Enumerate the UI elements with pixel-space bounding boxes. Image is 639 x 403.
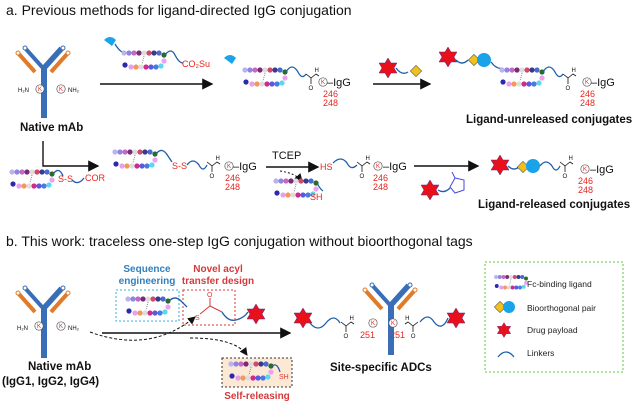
site-specific-adc: 251 251 xyxy=(293,281,466,357)
self-releasing-label: Self-releasing xyxy=(224,391,290,402)
acyl-transfer-label: transfer design xyxy=(182,276,254,287)
acyl-transfer-label: Novel acyl xyxy=(193,264,243,275)
adc-label: Site-specific ADCs xyxy=(330,362,432,374)
ligand-igg-conjugate: –IgG 246 248 xyxy=(224,55,351,108)
igg-label: –IgG xyxy=(233,161,257,173)
release-arrow xyxy=(279,170,303,182)
site-label: 246 xyxy=(578,176,593,186)
fc-binding-ligand-icon xyxy=(493,274,529,290)
acyl-transfer-reagent: S O xyxy=(124,292,266,325)
native-mab-label: Native mAb xyxy=(28,361,91,373)
igg-label: –IgG xyxy=(590,164,614,176)
drug-bioorthogonal-reagent xyxy=(378,57,422,79)
site-label: 246 xyxy=(225,173,240,183)
thiol-label: SH xyxy=(310,192,323,202)
amine-label: H₂N xyxy=(18,88,29,94)
amine-label: H₂N xyxy=(17,326,28,332)
igg-label: –IgG xyxy=(327,77,351,89)
site-label: 246 xyxy=(373,173,388,183)
thiol-label: SH xyxy=(279,374,289,381)
site-label: 248 xyxy=(225,182,240,192)
drug-payload-icon xyxy=(497,322,511,338)
disulfide-igg-conjugate: S-S –IgG 246 248 xyxy=(111,148,257,192)
site-label: 246 xyxy=(580,89,595,99)
panel-a-title: a. Previous methods for ligand-directed … xyxy=(6,2,352,18)
site-label: 248 xyxy=(323,98,338,108)
disulfide-label: S-S xyxy=(58,174,73,184)
igg-label: –IgG xyxy=(591,77,615,89)
amine-label: NH₂ xyxy=(68,88,80,94)
ligand-unreleased-label: Ligand-unreleased conjugates xyxy=(466,114,632,126)
bioorthogonal-pair-icon xyxy=(494,301,515,313)
site-label: 251 xyxy=(360,330,375,340)
ligand-reagent: CO₂Su xyxy=(104,37,210,71)
sequence-engineering-label: Sequence xyxy=(123,264,171,275)
site-label: 248 xyxy=(373,182,388,192)
thiol-label: HS xyxy=(320,162,333,172)
release-arrow xyxy=(189,337,248,356)
legend-label: Linkers xyxy=(527,348,554,358)
legend-label: Fc-binding ligand xyxy=(527,279,592,289)
site-label: 248 xyxy=(580,98,595,108)
tcep-label: TCEP xyxy=(272,150,301,162)
panel-b-title: b. This work: traceless one-step IgG con… xyxy=(6,233,473,249)
site-label: 246 xyxy=(323,89,338,99)
sequence-engineering-label: engineering xyxy=(119,276,176,287)
disulfide-label: S-S xyxy=(172,161,187,171)
acyl-transfer-arrow xyxy=(89,316,196,341)
reaction-arrow xyxy=(42,141,100,172)
native-mab-antibody xyxy=(14,44,72,120)
ligand-released-conjugate: –IgG 246 248 xyxy=(490,154,614,195)
acyl-transfer-box xyxy=(182,289,236,326)
ligand-unreleased-conjugate: –IgG 246 248 xyxy=(438,46,615,108)
nhs-ester-label: CO₂Su xyxy=(182,59,210,69)
native-mab-label: Native mAb xyxy=(20,122,83,134)
legend-label: Drug payload xyxy=(527,325,578,335)
self-releasing-box xyxy=(221,357,293,388)
site-label: 248 xyxy=(578,185,593,195)
sequence-engineering-box xyxy=(115,289,180,322)
thioester-s-label: S xyxy=(195,315,200,322)
legend: Fc-binding ligand Bioorthogonal pair Dru… xyxy=(484,261,624,373)
legend-label: Bioorthogonal pair xyxy=(527,303,596,313)
released-thiol-ligand: SH xyxy=(272,177,324,202)
linker-icon xyxy=(497,351,515,358)
isotype-label: (IgG1, IgG2, IgG4) xyxy=(2,376,99,388)
amine-label: NH₂ xyxy=(68,326,80,332)
cor-label: COR xyxy=(85,173,106,183)
igg-label: –IgG xyxy=(383,161,407,173)
maleimide-drug-reagent xyxy=(420,171,465,201)
site-label: 251 xyxy=(390,330,405,340)
disulfide-ligand-reagent: S-S COR xyxy=(8,168,106,190)
ligand-released-label: Ligand-released conjugates xyxy=(478,199,630,211)
thioester-o-label: O xyxy=(207,292,213,299)
thiol-igg-intermediate: HS –IgG 246 248 xyxy=(320,155,407,192)
